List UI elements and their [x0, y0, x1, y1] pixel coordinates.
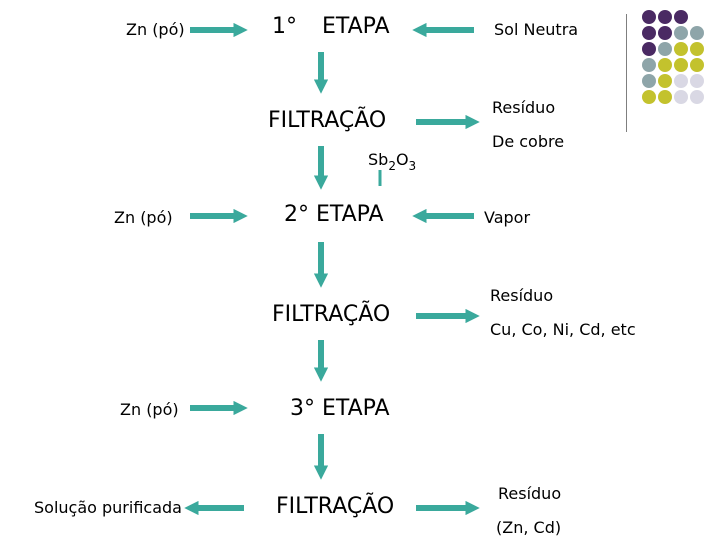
decor-dot — [690, 74, 704, 88]
decor-dot — [690, 26, 704, 40]
decor-dot — [674, 74, 688, 88]
decor-dot — [674, 10, 688, 24]
filtration2-label: FILTRAÇÃO — [272, 302, 391, 327]
decor-dot — [690, 42, 704, 56]
stage1-side-input-label: Sol Neutra — [494, 20, 579, 39]
decor-dot — [674, 42, 688, 56]
decor-dot — [642, 58, 656, 72]
decor-dot — [658, 26, 672, 40]
decor-dot — [658, 42, 672, 56]
decor-dot — [642, 42, 656, 56]
decor-dot — [658, 74, 672, 88]
decor-dot — [642, 10, 656, 24]
residue3-label: Resíduo — [498, 484, 562, 503]
stage3-input-label: Zn (pó) — [120, 400, 179, 419]
stage1-input-label: Zn (pó) — [126, 20, 185, 39]
decor-dot — [658, 90, 672, 104]
stage2-side-input-label: Vapor — [484, 208, 531, 227]
decor-dot — [658, 58, 672, 72]
decor-dot — [690, 58, 704, 72]
decor-dot — [674, 58, 688, 72]
decor-dot — [642, 26, 656, 40]
decor-dot — [658, 10, 672, 24]
decor-dot — [642, 74, 656, 88]
stage2-step-label: 2° ETAPA — [284, 202, 384, 227]
residue1-detail: De cobre — [492, 132, 565, 151]
residue2-detail: Cu, Co, Ni, Cd, etc — [490, 320, 636, 339]
decor-dot — [674, 26, 688, 40]
purified-solution-label: Solução purificada — [34, 498, 182, 517]
stage2-input-label: Zn (pó) — [114, 208, 173, 227]
residue1-label: Resíduo — [492, 98, 556, 117]
stage1-step-word: ETAPA — [322, 14, 390, 39]
stage1-step-number: 1° — [272, 14, 297, 39]
filtration3-label: FILTRAÇÃO — [276, 494, 395, 519]
residue3-detail: (Zn, Cd) — [496, 518, 562, 537]
decor-dot — [674, 90, 688, 104]
residue2-label: Resíduo — [490, 286, 554, 305]
stage3-step-label: 3° ETAPA — [290, 396, 390, 421]
decor-dot — [690, 90, 704, 104]
additive-sb2o3-label: Sb2O3 — [368, 150, 417, 173]
filtration1-label: FILTRAÇÃO — [268, 108, 387, 133]
decorative-divider-line — [626, 14, 627, 132]
decor-dot — [642, 90, 656, 104]
